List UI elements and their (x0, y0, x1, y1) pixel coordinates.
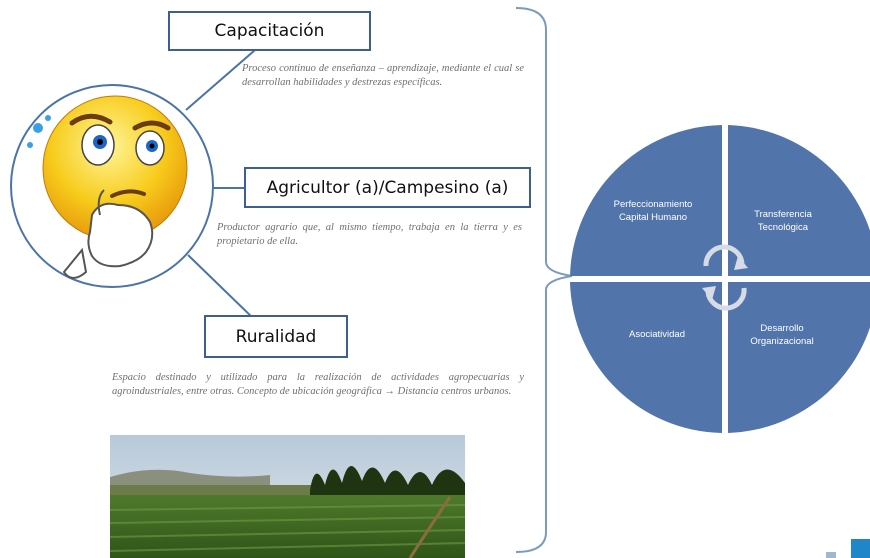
definition-capacitacion: Proceso continuo de enseñanza – aprendiz… (242, 63, 524, 88)
quadrant-bottom-right (728, 282, 870, 433)
cycle-arrows-icon (702, 244, 748, 311)
connector-ruralidad (187, 254, 256, 321)
connector-capacitacion (185, 49, 256, 111)
accent-square (851, 539, 870, 558)
term-title-agricultor: Agricultor (a)/Campesino (a) (266, 177, 509, 198)
farm-field-image (110, 435, 465, 558)
definition-agricultor: Productor agrario que, al mismo tiempo, … (217, 222, 522, 247)
quadrant-bottom-left (570, 282, 722, 433)
quadrant-top-right (728, 125, 870, 276)
quadrant-top-left (570, 125, 722, 276)
term-title-ruralidad: Ruralidad (235, 326, 317, 347)
curly-brace (515, 7, 573, 553)
definition-ruralidad: Espacio destinado y utilizado para la re… (112, 372, 524, 397)
thinking-face-icon (27, 95, 188, 279)
term-box-ruralidad: Ruralidad (204, 315, 348, 358)
quadrant-label-asociatividad: Asociatividad (629, 329, 685, 340)
term-box-agricultor: Agricultor (a)/Campesino (a) (244, 167, 531, 208)
quadrant-label-desarrollo: Desarrollo Organizacional (750, 323, 814, 347)
quadrant-label-perfeccionamiento: Perfeccionamiento Capital Humano (613, 199, 693, 223)
cycle-diagram (570, 125, 870, 433)
accent-square-small (826, 552, 836, 558)
term-box-capacitacion: Capacitación (168, 11, 371, 51)
term-title-capacitacion: Capacitación (214, 21, 325, 41)
quadrant-label-transferencia: Transferencia Tecnológica (754, 209, 812, 233)
